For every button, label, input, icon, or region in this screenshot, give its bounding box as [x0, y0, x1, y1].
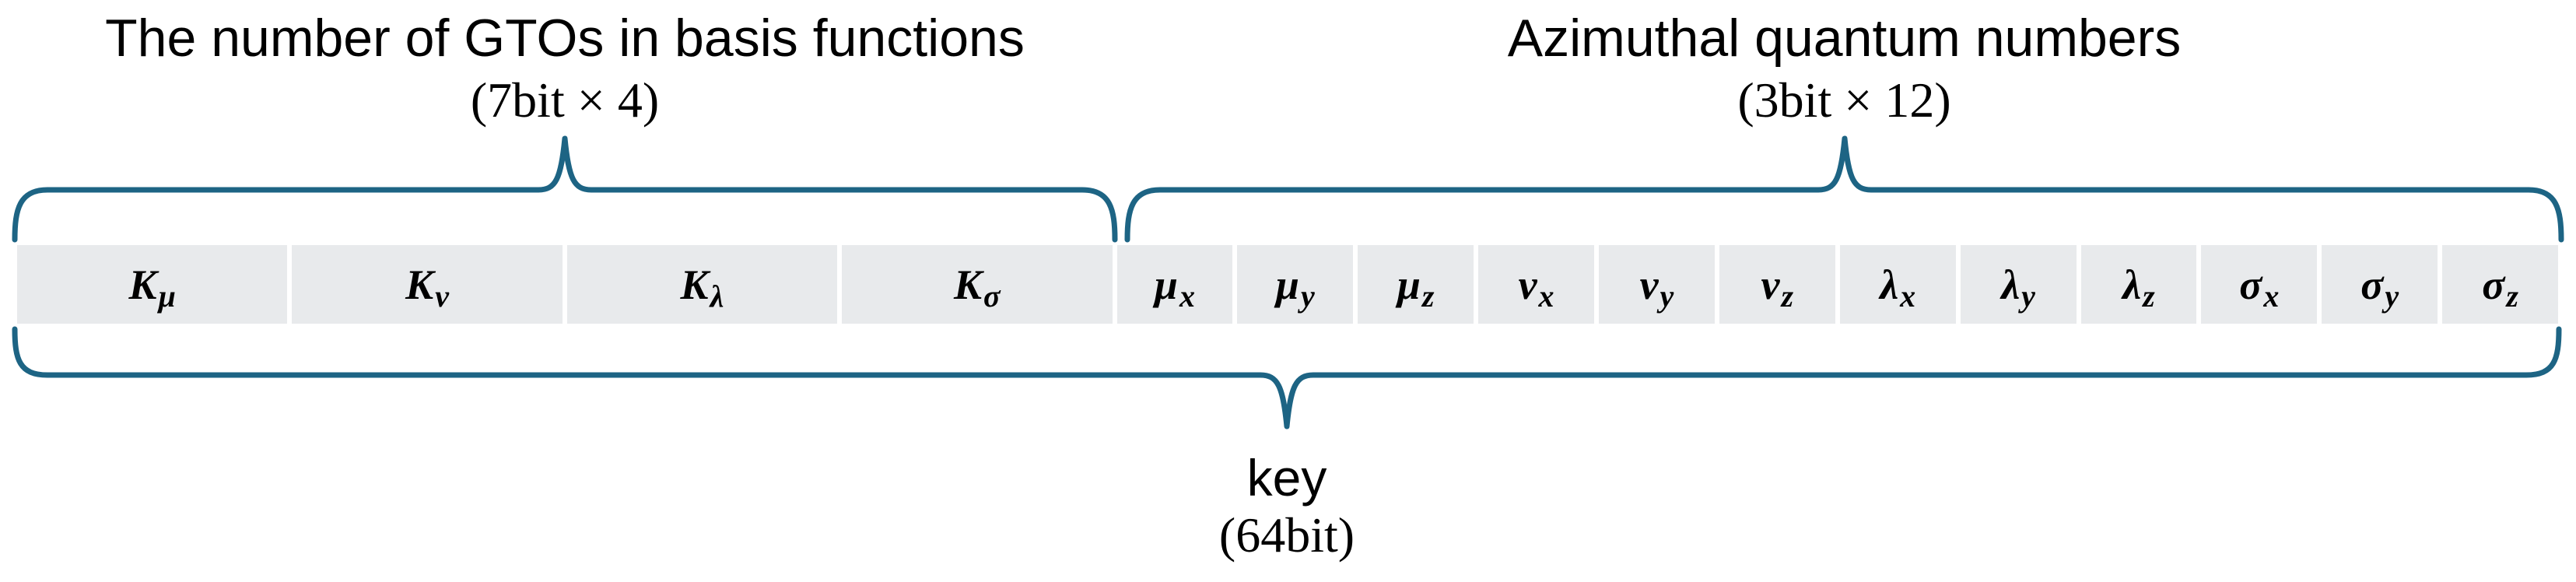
key-group-brace	[12, 326, 2562, 429]
field-symbol: λ	[2001, 261, 2020, 308]
field-subscript: y	[2385, 278, 2399, 314]
field-symbol: σ	[2482, 261, 2505, 308]
field-symbol: σ	[2239, 261, 2262, 308]
field-symbol: ν	[1639, 261, 1659, 308]
field-subscript: z	[2506, 278, 2518, 314]
field-symbol: ν	[1518, 261, 1537, 308]
field-subscript: y	[1660, 278, 1674, 314]
field-subscript: z	[1421, 278, 1435, 314]
gto-group-title: The number of GTOs in basis functions	[105, 9, 1025, 68]
azimuthal-group-subtitle: (3bit × 12)	[1737, 72, 1951, 128]
field-subscript: z	[2143, 278, 2155, 314]
field-symbol: K	[954, 261, 983, 308]
key-group-title: key	[1246, 449, 1327, 507]
field-symbol: K	[680, 261, 709, 308]
field-symbol: μ	[1154, 261, 1178, 308]
key-group-brace-path	[12, 326, 2562, 429]
field-symbol: μ	[1275, 261, 1299, 308]
field-symbol: K	[128, 261, 157, 308]
azimuthal-group-label: Azimuthal quantum numbers (3bit × 12)	[1124, 8, 2564, 128]
field-symbol: μ	[1397, 261, 1421, 308]
field-subscript: μ	[158, 278, 176, 314]
field-symbol: K	[405, 261, 434, 308]
azimuthal-group-title: Azimuthal quantum numbers	[1507, 9, 2182, 68]
field-subscript: x	[1900, 278, 1916, 314]
field-symbol: λ	[1880, 261, 1899, 308]
field-symbol: ν	[1761, 261, 1780, 308]
field-subscript: x	[1538, 278, 1554, 314]
gto-group-label: The number of GTOs in basis functions (7…	[12, 8, 1118, 128]
key-group-label: key (64bit)	[12, 448, 2562, 563]
field-subscript: y	[2021, 278, 2035, 314]
field-subscript: ν	[435, 278, 449, 314]
field-subscript: x	[2263, 278, 2280, 314]
gto-group-subtitle: (7bit × 4)	[470, 72, 660, 128]
field-subscript: σ	[983, 278, 1001, 314]
azimuthal-group-brace	[1124, 135, 2564, 243]
key-group-subtitle: (64bit)	[1218, 507, 1355, 563]
field-subscript: λ	[710, 278, 724, 314]
gto-group-brace	[12, 135, 1118, 243]
field-subscript: x	[1179, 278, 1195, 314]
field-symbol: σ	[2360, 261, 2384, 308]
field-symbol: λ	[2122, 261, 2142, 308]
gto-group-brace-path	[12, 135, 1118, 243]
field-subscript: y	[1300, 278, 1315, 314]
azimuthal-group-brace-path	[1124, 135, 2564, 243]
field-subscript: z	[1781, 278, 1794, 314]
